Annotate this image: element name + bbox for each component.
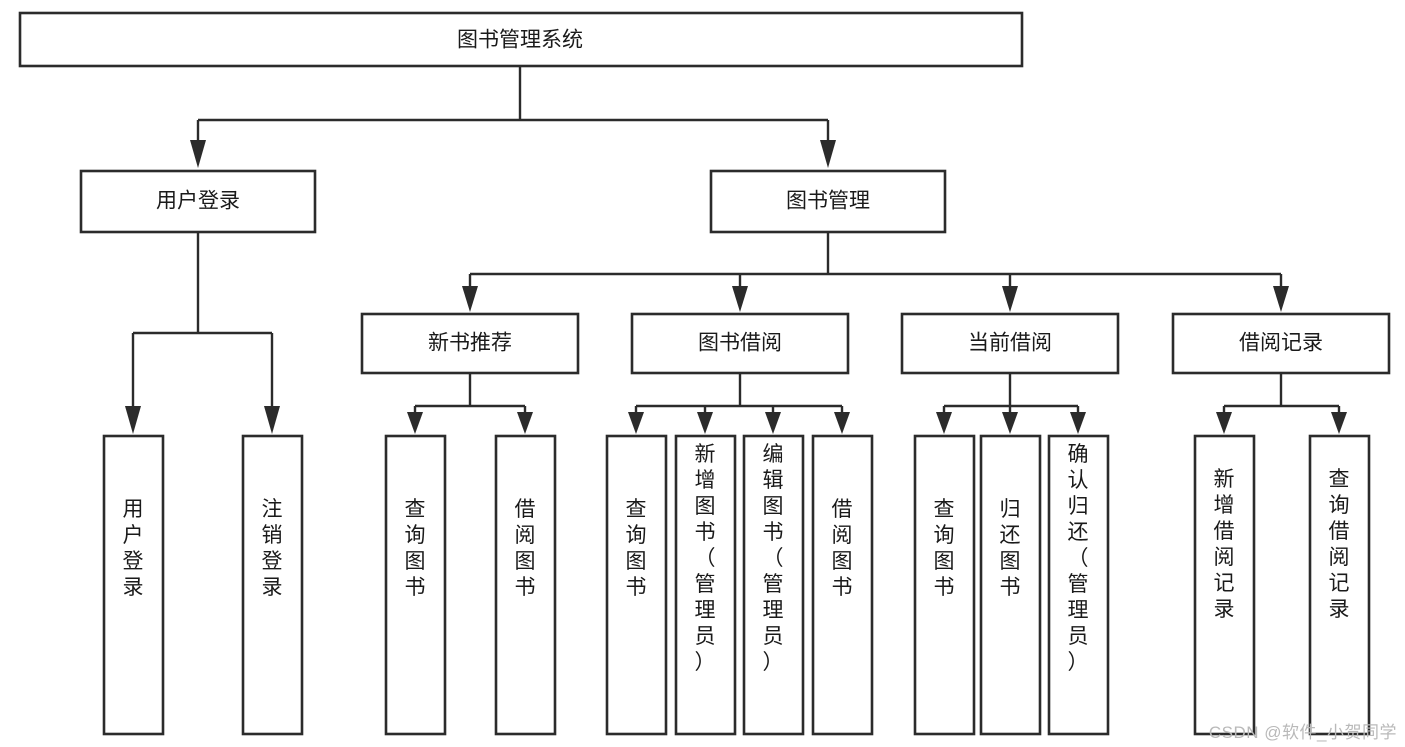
- node-current-borrow-label: 当前借阅: [968, 332, 1052, 355]
- arrow-head-leaf-borrow-book-1: [517, 412, 533, 434]
- node-leaf-confirm-return[interactable]: 确认归还（管理员）: [1047, 434, 1110, 736]
- node-current-borrow[interactable]: 当前借阅: [900, 312, 1120, 375]
- arrow-head-leaf-edit-book: [765, 412, 781, 434]
- connector-group-current-borrow: [936, 373, 1086, 434]
- node-leaf-borrow-book-1-box[interactable]: [494, 434, 557, 736]
- node-new-book-recommend-box[interactable]: [360, 312, 580, 375]
- node-leaf-borrow-book-2-label: 借阅图书: [832, 498, 853, 599]
- node-leaf-query-book-2[interactable]: 查询图书: [605, 434, 668, 736]
- node-leaf-logout-login-label: 注销登录: [262, 498, 283, 599]
- arrow-head-leaf-return-book: [1002, 412, 1018, 434]
- node-leaf-add-book-label: 新增图书（管理员）: [695, 443, 716, 674]
- node-leaf-confirm-return-label: 确认归还（管理员）: [1068, 443, 1089, 674]
- node-leaf-query-borrow-record-box[interactable]: [1308, 434, 1371, 736]
- node-book-manage[interactable]: 图书管理: [709, 169, 947, 234]
- arrow-head-book-borrow: [732, 286, 748, 312]
- node-leaf-user-login-box[interactable]: [102, 434, 165, 736]
- node-borrow-record-label: 借阅记录: [1239, 332, 1323, 355]
- node-leaf-query-book-3-label: 查询图书: [934, 498, 955, 599]
- arrow-head-book-manage: [820, 140, 836, 168]
- node-user-login-box[interactable]: [79, 169, 317, 234]
- node-book-borrow[interactable]: 图书借阅: [630, 312, 850, 375]
- node-leaf-borrow-book-1-label: 借阅图书: [515, 498, 536, 599]
- node-leaf-logout-login[interactable]: 注销登录: [241, 434, 304, 736]
- node-leaf-query-borrow-record-label: 查询借阅记录: [1329, 468, 1350, 621]
- node-leaf-user-login[interactable]: 用户登录: [102, 434, 165, 736]
- node-book-borrow-label: 图书借阅: [698, 332, 782, 355]
- node-new-book-recommend-label: 新书推荐: [428, 332, 512, 355]
- connector-group-user-login: [125, 232, 280, 434]
- node-leaf-borrow-book-1[interactable]: 借阅图书: [494, 434, 557, 736]
- node-user-login-label: 用户登录: [156, 190, 240, 213]
- node-leaf-query-book-1-label: 查询图书: [405, 498, 426, 599]
- arrow-head-leaf-borrow-book-2: [834, 412, 850, 434]
- node-leaf-add-borrow-record-label: 新增借阅记录: [1214, 468, 1235, 621]
- node-leaf-borrow-book-2-box[interactable]: [811, 434, 874, 736]
- connector-group-root: [190, 66, 836, 168]
- arrow-head-current-borrow: [1002, 286, 1018, 312]
- arrow-head-leaf-query-book-1: [407, 412, 423, 434]
- node-leaf-logout-login-box[interactable]: [241, 434, 304, 736]
- node-book-borrow-box[interactable]: [630, 312, 850, 375]
- node-root[interactable]: 图书管理系统: [18, 11, 1024, 68]
- connector-group-new-book-recommend: [407, 373, 533, 434]
- csdn-watermark: CSDN @软件_小贺同学: [1208, 723, 1397, 742]
- arrow-head-leaf-user-login: [125, 406, 141, 434]
- node-leaf-add-borrow-record[interactable]: 新增借阅记录: [1193, 434, 1256, 736]
- node-leaf-borrow-book-2[interactable]: 借阅图书: [811, 434, 874, 736]
- node-leaf-query-book-3[interactable]: 查询图书: [913, 434, 976, 736]
- node-user-login[interactable]: 用户登录: [79, 169, 317, 234]
- node-leaf-query-book-1-box[interactable]: [384, 434, 447, 736]
- node-root-label: 图书管理系统: [457, 29, 583, 52]
- arrow-head-new-book-recommend: [462, 286, 478, 312]
- node-book-manage-label: 图书管理: [786, 190, 870, 213]
- connector-group-book-manage: [462, 232, 1289, 312]
- arrow-head-leaf-query-book-2: [628, 412, 644, 434]
- node-borrow-record-box[interactable]: [1171, 312, 1391, 375]
- arrow-head-leaf-confirm-return: [1070, 412, 1086, 434]
- arrow-head-leaf-logout-login: [264, 406, 280, 434]
- node-root-box[interactable]: [18, 11, 1024, 68]
- node-leaf-confirm-return-box[interactable]: [1047, 434, 1110, 736]
- connector-group-borrow-record: [1216, 373, 1347, 434]
- node-leaf-query-borrow-record[interactable]: 查询借阅记录: [1308, 434, 1371, 736]
- arrow-head-user-login: [190, 140, 206, 168]
- arrow-head-leaf-query-book-3: [936, 412, 952, 434]
- node-leaf-edit-book-box[interactable]: [742, 434, 805, 736]
- arrow-head-leaf-add-book: [697, 412, 713, 434]
- node-new-book-recommend[interactable]: 新书推荐: [360, 312, 580, 375]
- node-leaf-query-book-1[interactable]: 查询图书: [384, 434, 447, 736]
- node-leaf-return-book[interactable]: 归还图书: [979, 434, 1042, 736]
- arrow-head-leaf-query-borrow-record: [1331, 412, 1347, 434]
- node-leaf-query-book-2-label: 查询图书: [626, 498, 647, 599]
- node-leaf-query-book-3-box[interactable]: [913, 434, 976, 736]
- node-leaf-add-borrow-record-box[interactable]: [1193, 434, 1256, 736]
- node-leaf-edit-book[interactable]: 编辑图书（管理员）: [742, 434, 805, 736]
- node-leaf-query-book-2-box[interactable]: [605, 434, 668, 736]
- node-leaf-edit-book-label: 编辑图书（管理员）: [763, 443, 784, 674]
- node-leaf-add-book[interactable]: 新增图书（管理员）: [674, 434, 737, 736]
- connector-group-book-borrow: [628, 373, 850, 434]
- node-leaf-return-book-label: 归还图书: [1000, 498, 1021, 599]
- node-leaf-return-book-box[interactable]: [979, 434, 1042, 736]
- node-leaf-add-book-box[interactable]: [674, 434, 737, 736]
- node-current-borrow-box[interactable]: [900, 312, 1120, 375]
- node-borrow-record[interactable]: 借阅记录: [1171, 312, 1391, 375]
- arrow-head-borrow-record: [1273, 286, 1289, 312]
- node-book-manage-box[interactable]: [709, 169, 947, 234]
- arrow-head-leaf-add-borrow-record: [1216, 412, 1232, 434]
- node-leaf-user-login-label: 用户登录: [123, 498, 144, 599]
